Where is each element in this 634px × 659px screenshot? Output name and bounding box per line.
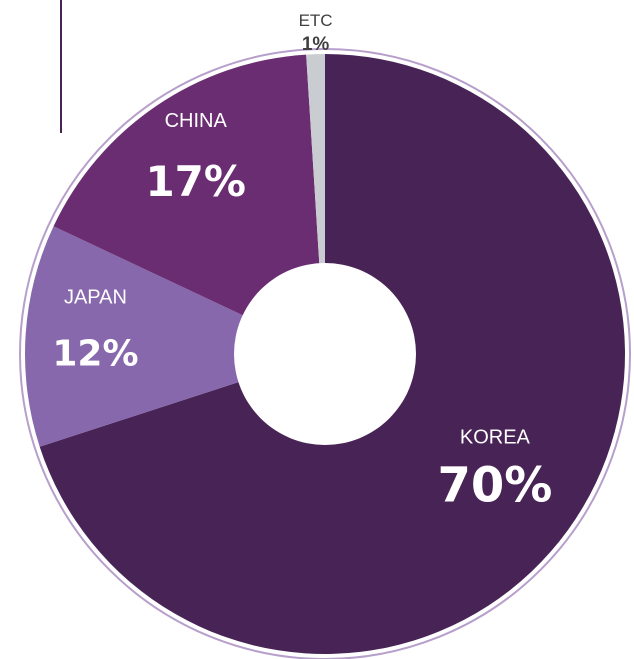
slice-value-label-etc: 1% (302, 34, 330, 55)
slice-category-label-japan: JAPAN (64, 287, 127, 309)
slice-value-label-china: 17% (145, 157, 246, 206)
pie-slice-china (53, 54, 326, 354)
slice-category-label-china: CHINA (165, 110, 228, 132)
pie-slice-japan (24, 226, 325, 447)
outer-ring (19, 48, 631, 659)
slice-category-label-korea: KOREA (460, 426, 531, 448)
labels-group: KOREA 70% JAPAN 12% CHINA 17% ETC 1% (52, 11, 552, 513)
slice-value-label-korea: 70% (437, 457, 552, 513)
slice-category-label-etc: ETC (299, 11, 333, 30)
donut-hole (234, 263, 416, 445)
slice-value-label-japan: 12% (52, 334, 138, 375)
